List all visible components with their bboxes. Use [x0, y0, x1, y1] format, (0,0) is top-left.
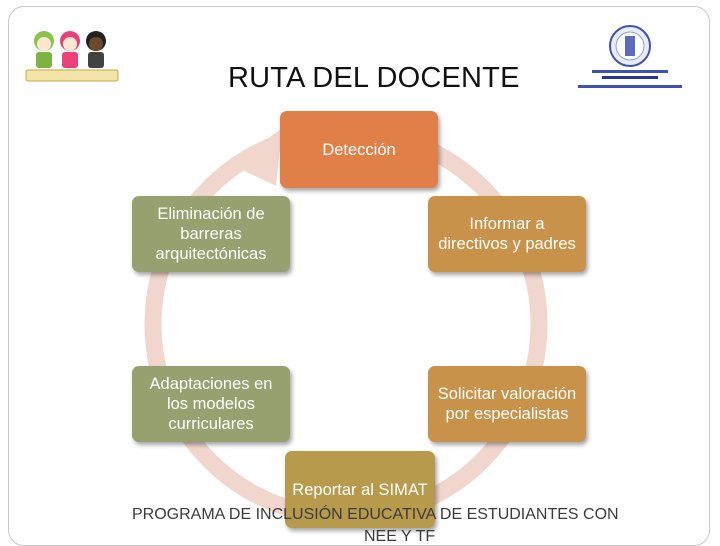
kids-logo	[24, 26, 120, 84]
node-solicitar: Solicitar valoración por especialistas	[428, 366, 586, 442]
page-title: RUTA DEL DOCENTE	[228, 62, 520, 94]
node-adaptaciones: Adaptaciones en los modelos curriculares	[132, 366, 290, 442]
footer-line-1: PROGRAMA DE INCLUSIÓN EDUCATIVA DE ESTUD…	[132, 506, 619, 523]
footer-line-2: NEE Y TF	[364, 528, 436, 545]
node-reportar: Reportar al SIMAT	[285, 451, 435, 528]
node-informar: Informar a directivos y padres	[428, 196, 586, 272]
school-seal-logo	[578, 24, 682, 96]
cycle-arrowhead	[232, 128, 282, 186]
node-deteccion: Detección	[280, 111, 438, 188]
node-eliminacion: Eliminación de barreras arquitectónicas	[132, 196, 290, 272]
